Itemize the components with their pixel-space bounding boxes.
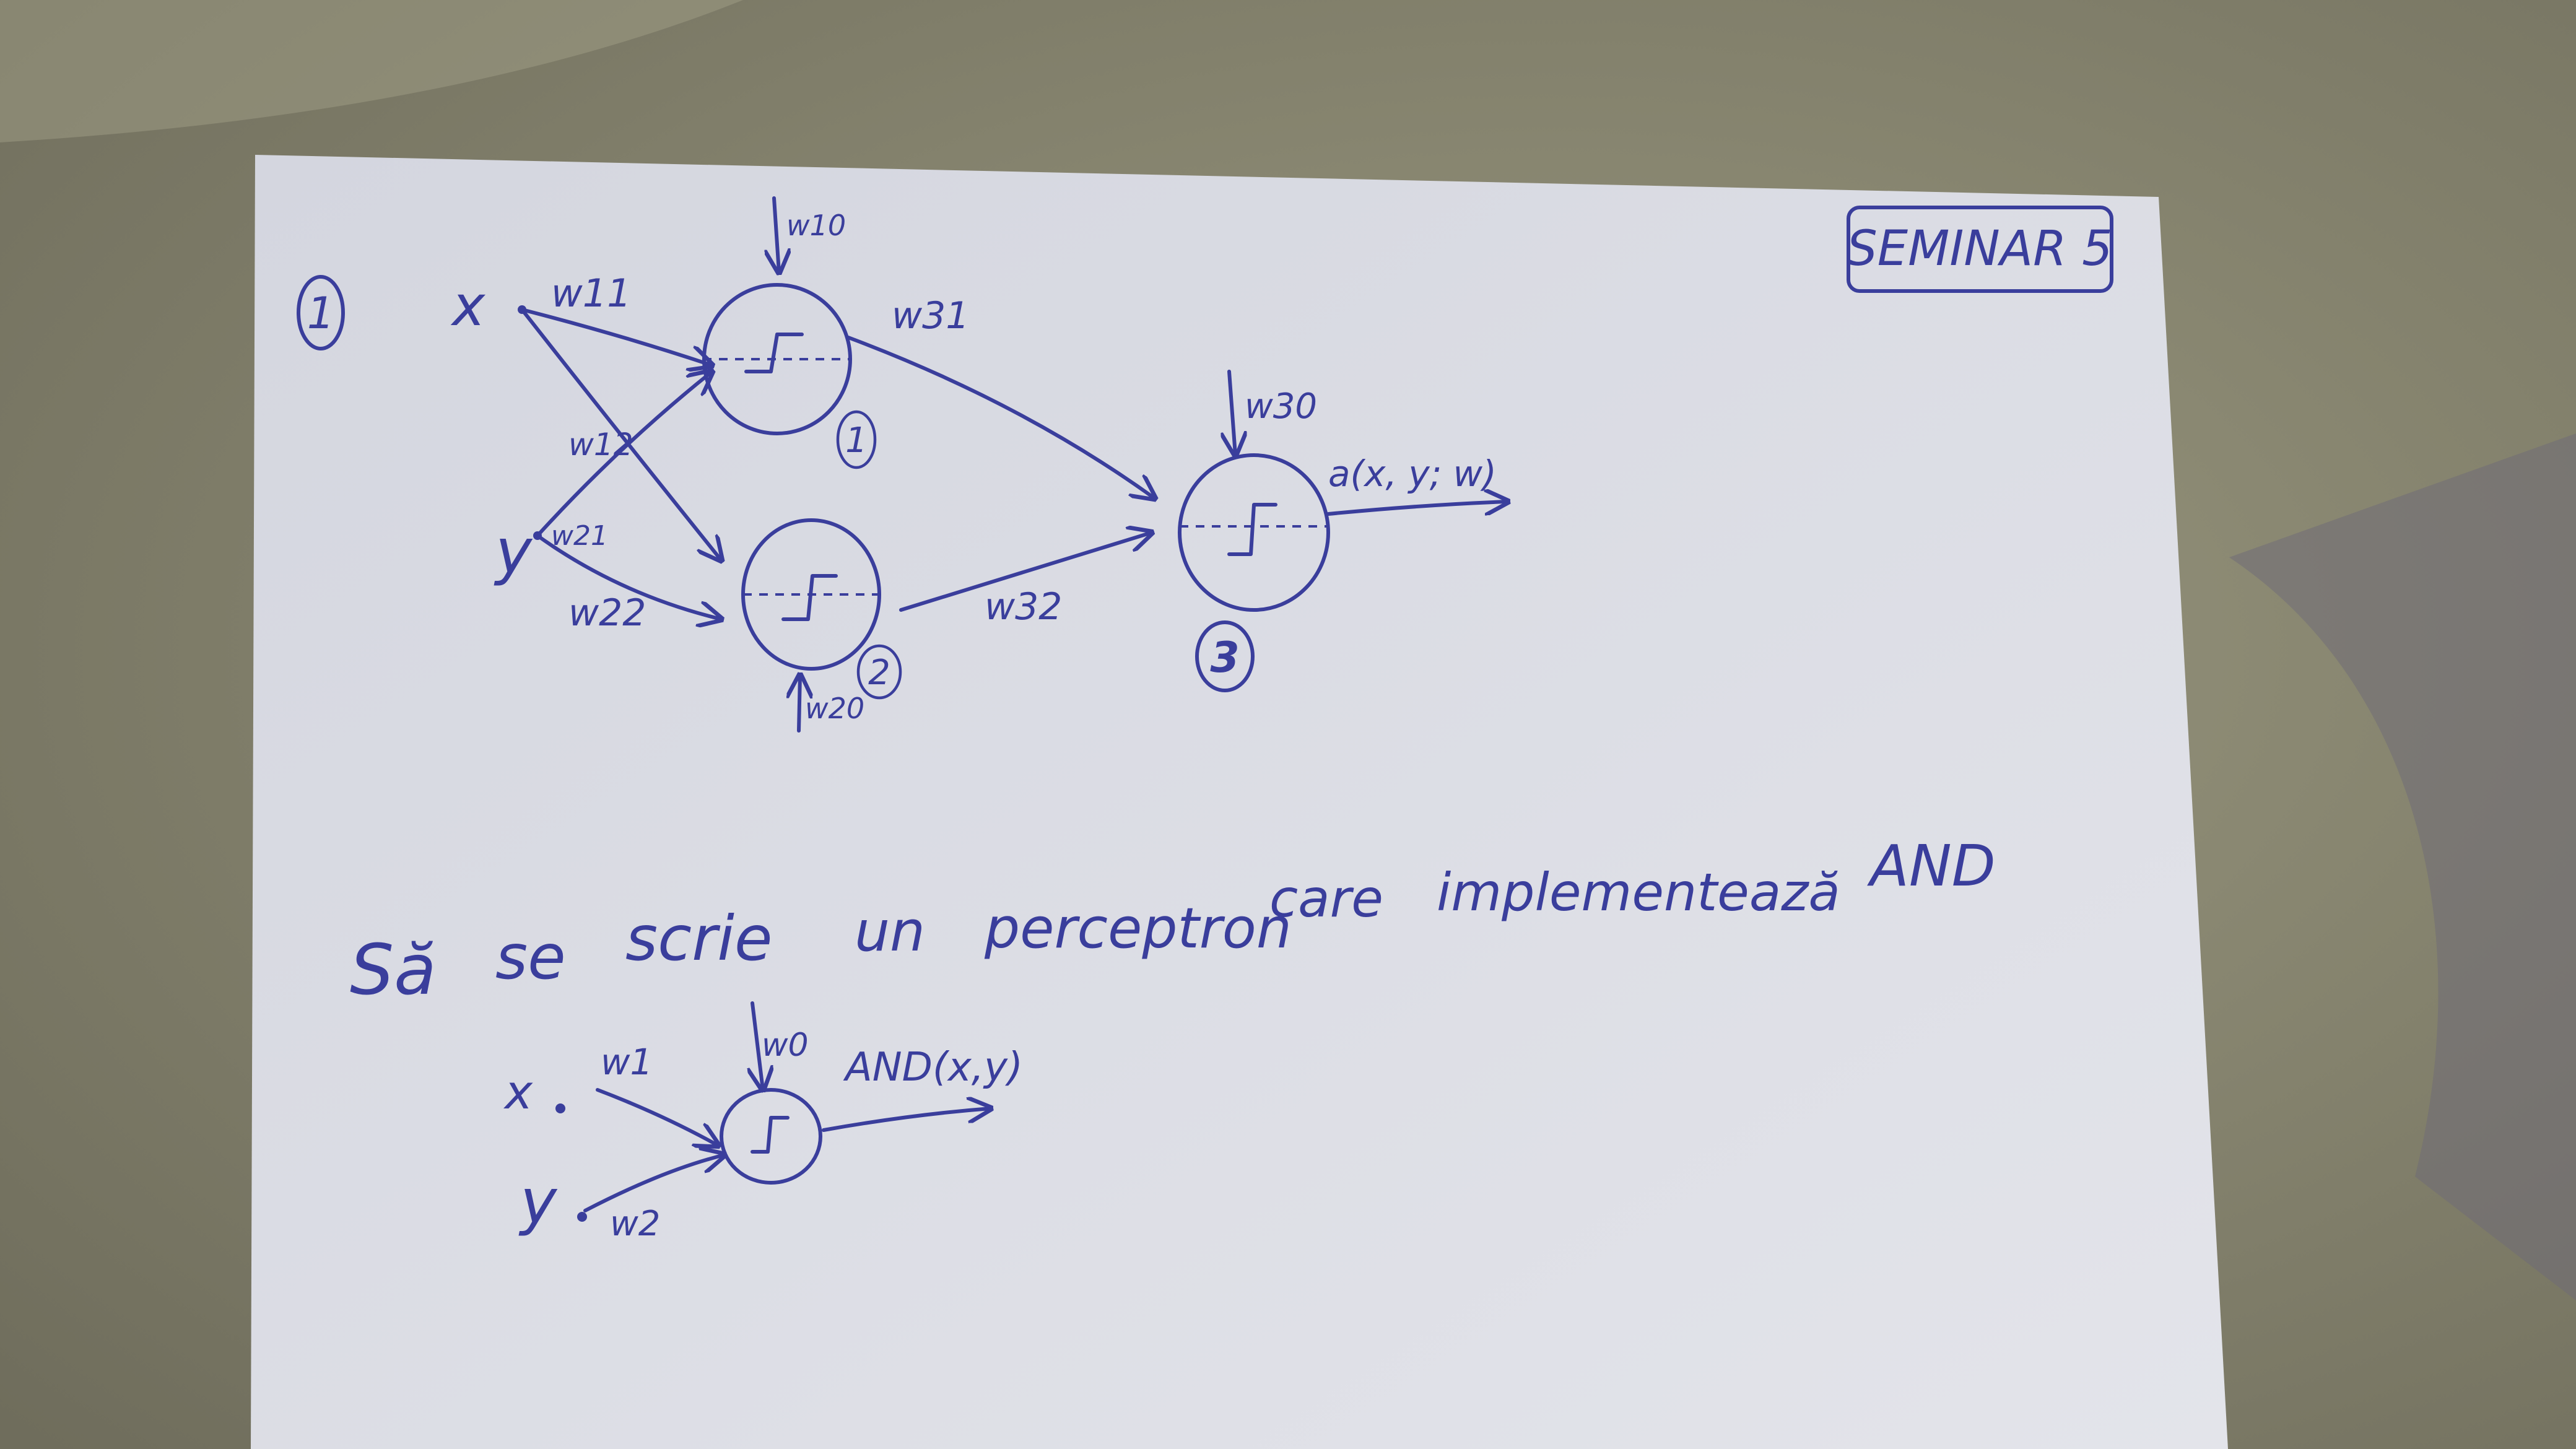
task-word-4: un [855,899,925,964]
perceptron-input-x: x [503,1064,533,1120]
weight-w22: w22 [568,591,646,635]
neuron-1: 1 [702,283,877,469]
weight-w30: w30 [1245,386,1317,427]
task-word-6: care [1269,868,1383,929]
edge-w21 [520,308,721,560]
bias-w10-arrow [774,196,779,272]
edge-w32 [899,533,1152,612]
bias-w30-arrow [1229,370,1235,455]
edge-w12 [536,372,712,537]
fabric-fold [2229,433,2576,1300]
weight-w21: w21 [551,520,608,552]
output-edge [1326,502,1508,516]
perceptron-y-node [577,1212,587,1222]
weight-w32: w32 [985,585,1062,629]
perceptron-output-label: AND(x,y) [843,1045,1023,1090]
perceptron-step-icon [751,1116,790,1154]
neuron-2: 2 [741,518,902,700]
task-word-1: Să [350,930,437,1011]
perceptron-output-edge [822,1108,991,1132]
neuron-3: 3 [1178,453,1330,692]
task-word-8: AND [1867,833,1996,899]
perceptron-weight-w2: w2 [610,1204,660,1244]
seminar-title: SEMINAR 5 [1847,221,2112,277]
input-x-label: x [450,274,486,339]
perceptron-weight-w1: w1 [601,1041,653,1083]
task-word-2: se [495,921,566,993]
perceptron-weight-w0: w0 [762,1027,809,1064]
and-perceptron-diagram: x y w1 w2 w0 AND(x,y) [503,1001,1023,1244]
output-label: a(x, y; w) [1328,453,1497,495]
task-word-7: implementează [1437,862,1840,923]
edge-w31 [846,336,1155,498]
input-y-label: y [494,515,533,588]
perceptron-edge-w1 [596,1088,718,1146]
task-word-5: perceptron [984,896,1292,961]
perceptron-bias-arrow [752,1001,763,1090]
task-word-3: scrie [625,902,773,975]
bias-w20-arrow [799,675,800,733]
neuron-3-label: 3 [1210,633,1239,682]
perceptron-edge-w2 [583,1155,724,1212]
edge-w22 [536,534,721,619]
task-sentence: Să se scrie un perceptron care implement… [350,833,1996,1011]
weight-w12: w12 [568,427,633,463]
weight-w20: w20 [805,692,864,725]
paper-sheet [251,155,2228,1449]
neuron-1-label: 1 [845,420,868,461]
perceptron-input-y: y [518,1165,558,1238]
problem-number: 1 [297,275,345,350]
network-diagram: x y 1 2 [450,196,1508,733]
fabric-highlight [0,0,743,142]
perceptron-x-node [555,1103,565,1113]
weight-w31: w31 [892,294,969,337]
perceptron-neuron [720,1088,822,1185]
svg-text:1: 1 [307,288,335,339]
seminar-title-box: SEMINAR 5 [1847,206,2113,293]
weight-w10: w10 [786,209,846,242]
weight-w11: w11 [551,271,632,316]
edge-w11 [520,308,712,365]
neuron-2-label: 2 [868,653,890,693]
